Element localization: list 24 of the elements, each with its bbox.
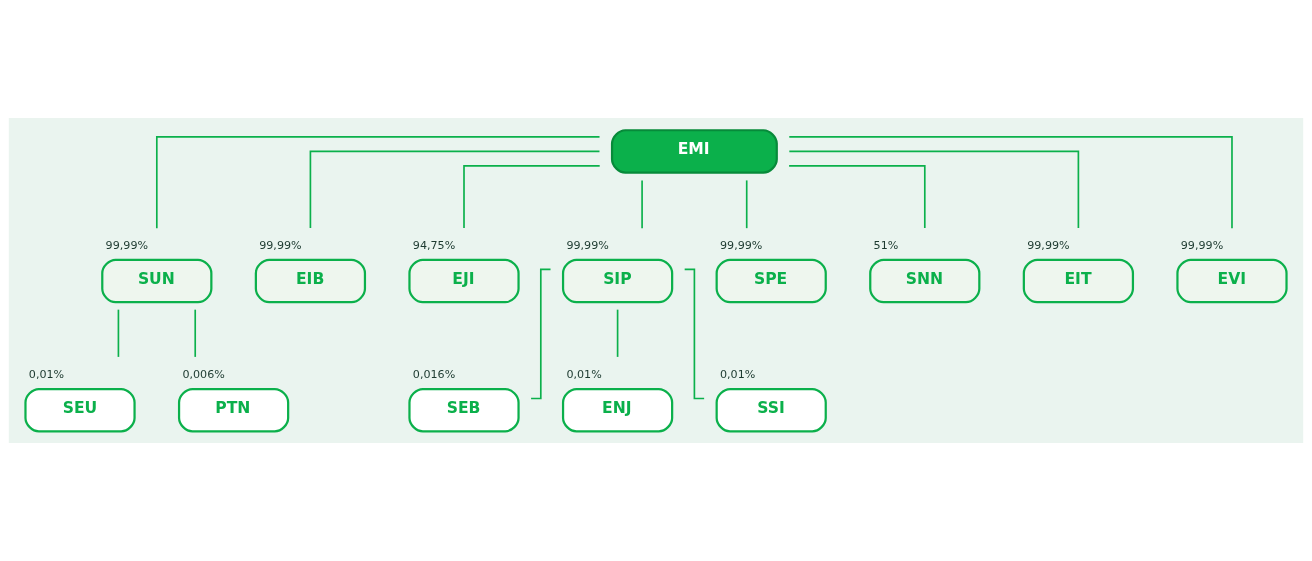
connector (463, 165, 601, 229)
connector (788, 150, 1080, 229)
node-label: 0,01% (566, 367, 602, 381)
connector (616, 308, 619, 358)
node-label: 94,75% (412, 238, 456, 252)
node-label: 99,99% (259, 238, 302, 252)
connector (117, 308, 120, 358)
node-label: 99,99% (1180, 238, 1224, 252)
connector (194, 308, 197, 358)
connector (155, 136, 601, 229)
node-label: 0,016% (412, 367, 456, 381)
node-label: 99,99% (1027, 238, 1070, 252)
connector (745, 179, 748, 229)
node-label: 51% (873, 238, 899, 252)
node-label: 0,006% (182, 367, 225, 381)
node-label: 0,01% (720, 367, 756, 381)
connector (309, 150, 601, 229)
connector (641, 179, 643, 229)
node-label: 99,99% (105, 238, 149, 252)
connector (788, 165, 926, 229)
node-label: 99,99% (720, 238, 763, 252)
node-label: 99,99% (566, 238, 609, 252)
node-label: 0,01% (28, 367, 65, 381)
connector (788, 136, 1233, 229)
